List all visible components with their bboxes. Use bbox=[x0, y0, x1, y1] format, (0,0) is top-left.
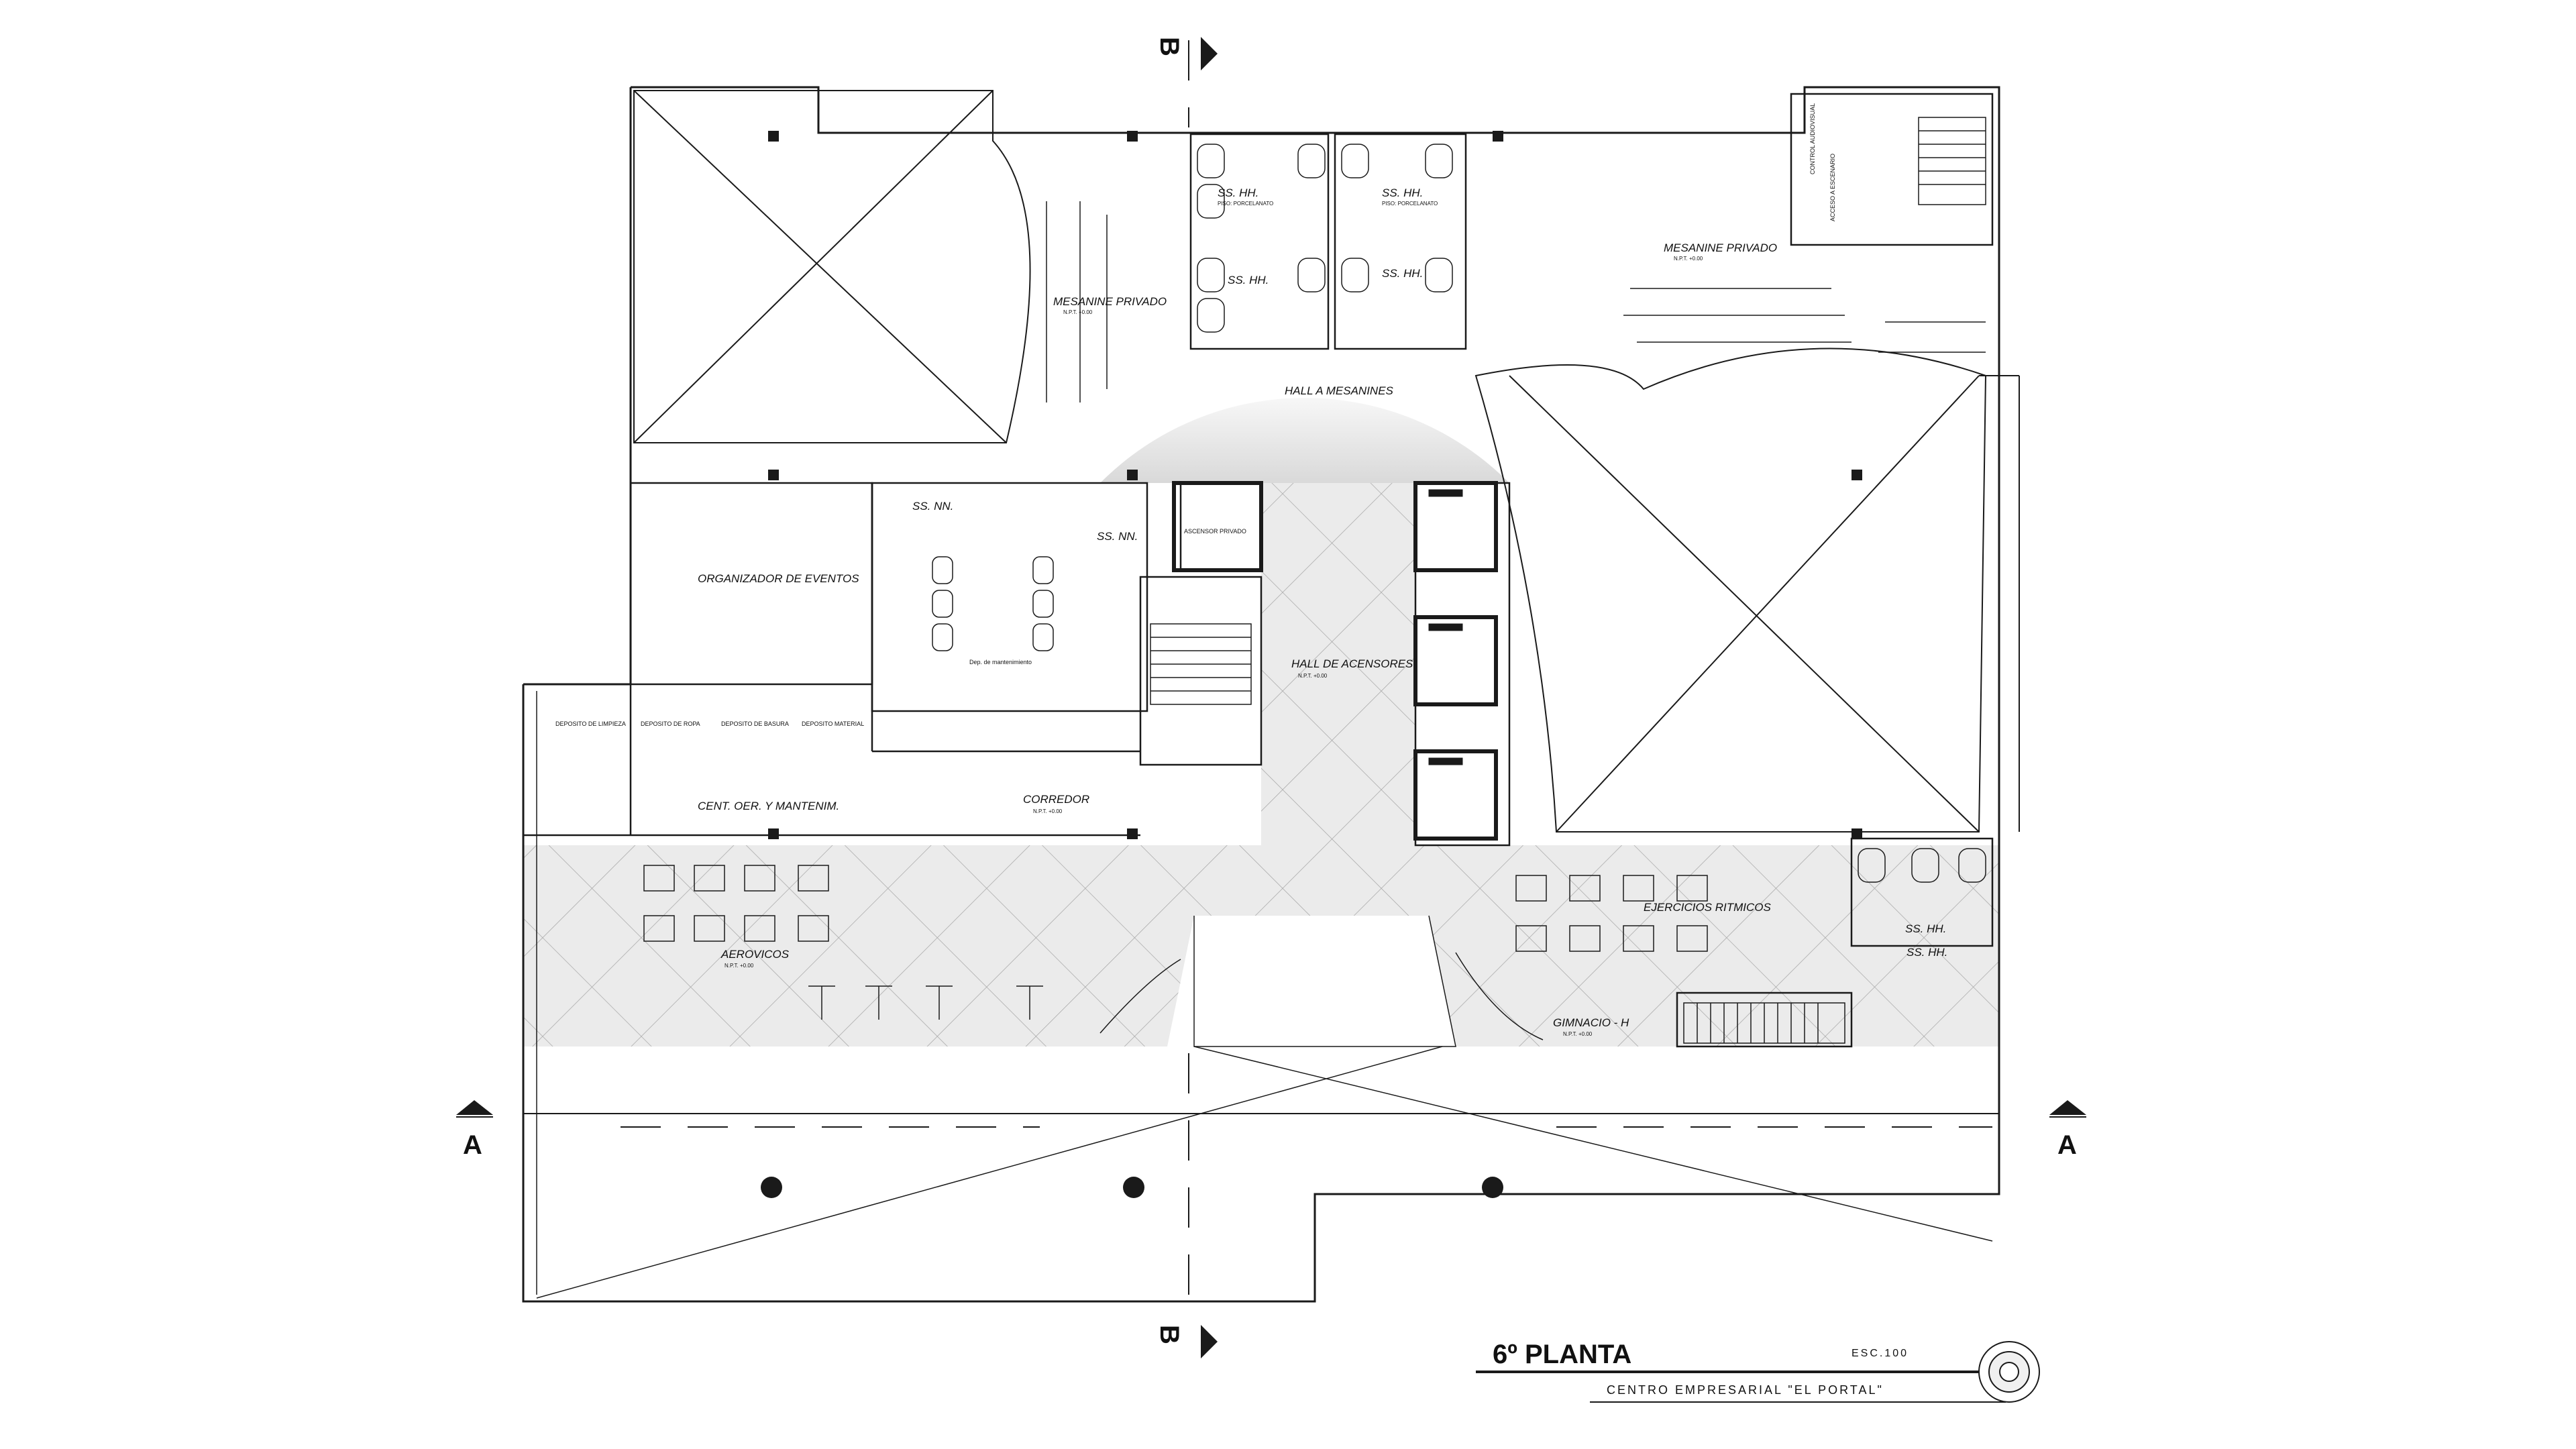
toilet-fixtures bbox=[932, 144, 1986, 883]
elevator-hall-floor bbox=[1100, 398, 1509, 845]
level-npt-2: N.P.T. +0.00 bbox=[1674, 256, 1703, 262]
label-deposito-material: DEPOSITO MATERIAL bbox=[802, 720, 864, 727]
room-labels: MESANINE PRIVADO MESANINE PRIVADO HALL A… bbox=[698, 186, 1947, 1029]
drawing-subtitle: CENTRO EMPRESARIAL "EL PORTAL" bbox=[1607, 1383, 1884, 1397]
level-npt-1: N.P.T. +0.00 bbox=[1063, 309, 1093, 315]
title-target-icon bbox=[1978, 1341, 2040, 1403]
room-label-ss-hh-1: SS. HH. bbox=[1218, 186, 1258, 199]
center-lines bbox=[621, 40, 1992, 1308]
label-deposito-basura: DEPOSITO DE BASURA bbox=[721, 720, 789, 727]
level-notes: N.P.T. +0.00 N.P.T. +0.00 N.P.T. +0.00 N… bbox=[724, 201, 1703, 1037]
label-deposito-ropa: DEPOSITO DE ROPA bbox=[641, 720, 700, 727]
section-label-a-right: A bbox=[2057, 1130, 2077, 1160]
small-labels: DEPOSITO DE LIMPIEZA DEPOSITO DE BASURA … bbox=[555, 103, 1836, 727]
void-bottom bbox=[536, 915, 1993, 1299]
section-mark-b-bottom: B bbox=[1155, 1325, 1218, 1358]
title-block: 6º PLANTA ESC.100 CENTRO EMPRESARIAL "EL… bbox=[1476, 1340, 2040, 1403]
label-acceso-escenario: ACCESO A ESCENARIO bbox=[1829, 154, 1836, 221]
room-label-mesanine-privado-right: MESANINE PRIVADO bbox=[1664, 241, 1777, 254]
level-npt-5: N.P.T. +0.00 bbox=[724, 963, 754, 969]
level-npt-3: N.P.T. +0.00 bbox=[1298, 673, 1328, 679]
room-label-corredor: CORREDOR bbox=[1023, 793, 1089, 806]
building-outline bbox=[522, 86, 2020, 1303]
level-npt-4: N.P.T. +0.00 bbox=[1033, 808, 1063, 814]
label-ascensor-privado: ASCENSOR PRIVADO bbox=[1184, 528, 1246, 535]
section-mark-a-left: A bbox=[456, 1100, 493, 1160]
void-upper-left bbox=[633, 90, 1031, 443]
level-piso-1: PISO: PORCELANATO bbox=[1218, 201, 1273, 207]
room-label-gimnacio-h: GIMNACIO - H bbox=[1553, 1016, 1629, 1029]
level-npt-6: N.P.T. +0.00 bbox=[1563, 1031, 1593, 1037]
room-label-hall-acensores: HALL DE ACENSORES bbox=[1291, 657, 1413, 670]
section-label-b-bottom: B bbox=[1155, 1325, 1184, 1344]
room-label-mesanine-privado-left: MESANINE PRIVADO bbox=[1053, 295, 1167, 308]
room-label-hall-mesanines: HALL A MESANINES bbox=[1285, 384, 1394, 397]
section-label-a-left: A bbox=[463, 1130, 482, 1160]
section-label-b-top: B bbox=[1155, 37, 1184, 56]
gym-floor bbox=[523, 845, 1999, 1046]
room-label-ss-hh-3: SS. HH. bbox=[1228, 274, 1269, 286]
interior-walls bbox=[523, 93, 1994, 1048]
room-label-aerovicos: AEROVICOS bbox=[720, 948, 790, 961]
label-control-audiovisual: CONTROL AUDIOVISUAL bbox=[1809, 103, 1816, 174]
room-label-cent-oper: CENT. OER. Y MANTENIM. bbox=[698, 800, 839, 812]
level-piso-2: PISO: PORCELANATO bbox=[1382, 201, 1438, 207]
label-dep-mantenimiento: Dep. de mantenimiento bbox=[969, 659, 1032, 665]
drawing-scale: ESC.100 bbox=[1851, 1348, 1909, 1359]
room-label-organizador-eventos: ORGANIZADOR DE EVENTOS bbox=[698, 572, 859, 585]
structural-columns bbox=[761, 131, 1862, 1198]
elevator-shafts bbox=[1172, 481, 1498, 841]
section-mark-b-top: B bbox=[1155, 37, 1218, 70]
stairs bbox=[1150, 117, 1986, 1044]
room-label-ss-hh-gym: SS. HH. bbox=[1905, 922, 1946, 935]
label-deposito-limpieza: DEPOSITO DE LIMPIEZA bbox=[555, 720, 626, 727]
room-label-ss-nn-2: SS. NN. bbox=[1097, 530, 1138, 543]
drawing-title: 6º PLANTA bbox=[1493, 1340, 1631, 1369]
room-label-ss-hh-4: SS. HH. bbox=[1382, 267, 1423, 280]
gym-equipment bbox=[643, 865, 1708, 1040]
room-label-ss-hh-2: SS. HH. bbox=[1382, 186, 1423, 199]
seating-rows bbox=[1046, 201, 1986, 402]
room-label-ejercicios-ritmicos: EJERCICIOS RITMICOS bbox=[1644, 901, 1772, 914]
room-label-ss-nn-1: SS. NN. bbox=[912, 500, 953, 513]
void-right bbox=[1474, 347, 1987, 833]
section-mark-a-right: A bbox=[2049, 1100, 2086, 1160]
room-label-ss-hh-side: SS. HH. bbox=[1907, 946, 1947, 959]
